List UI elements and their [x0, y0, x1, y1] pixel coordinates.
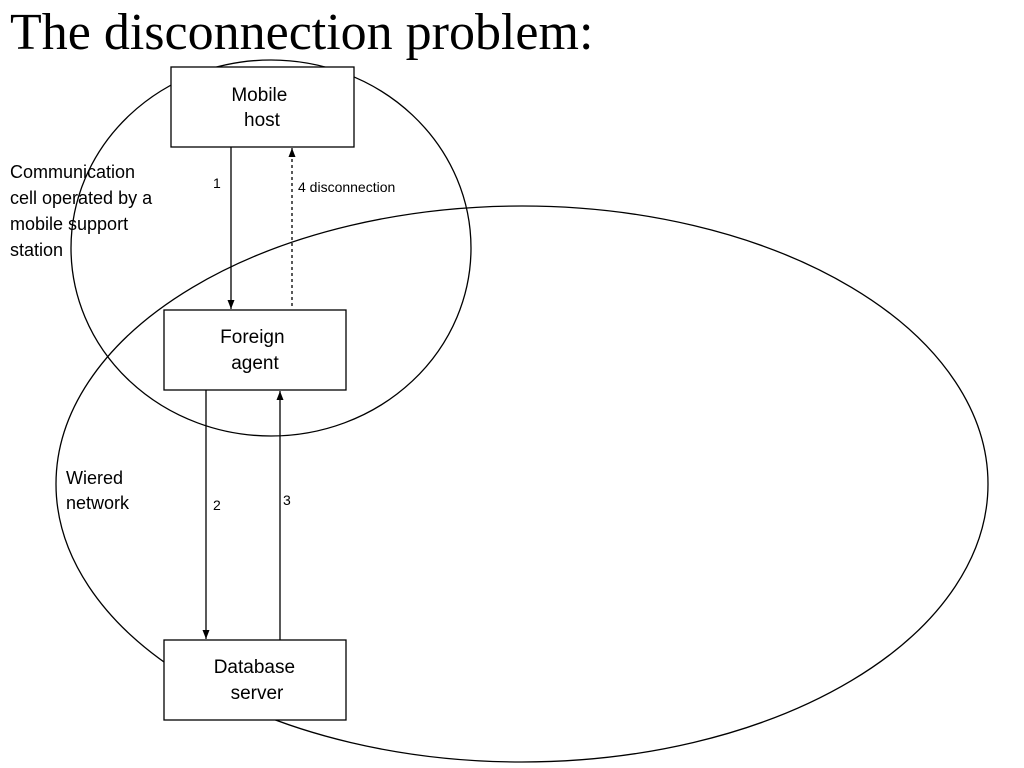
- edge-3-label: 3: [283, 492, 291, 508]
- database-server-node: Database server: [163, 639, 347, 721]
- database-server-label-line: server: [231, 683, 284, 704]
- mobile-host-box: [170, 66, 355, 148]
- cell-label-line: cell operated by a: [10, 188, 153, 208]
- mobile-host-label-line: host: [244, 110, 281, 131]
- mobile-host-label: Mobile host: [231, 85, 292, 131]
- wired-label-line: Wiered: [66, 468, 123, 488]
- foreign-agent-label-line: agent: [231, 353, 279, 374]
- database-server-label: Database server: [214, 657, 301, 704]
- edge-4-label: 4 disconnection: [298, 179, 395, 195]
- communication-cell-region: [70, 59, 472, 437]
- edge-2-label: 2: [213, 497, 221, 513]
- page-title: The disconnection problem:: [10, 4, 594, 61]
- foreign-agent-label: Foreign agent: [220, 327, 290, 374]
- edge-1: 1: [213, 147, 235, 309]
- foreign-agent-node: Foreign agent: [163, 309, 347, 391]
- wired-network-region: [55, 205, 989, 763]
- edge-1-label: 1: [213, 175, 221, 191]
- edge-4: 4 disconnection: [288, 148, 395, 306]
- edge-2: 2: [202, 390, 221, 639]
- mobile-host-label-line: Mobile: [231, 85, 287, 106]
- cell-label-line: station: [10, 240, 63, 260]
- mobile-host-node: Mobile host: [170, 66, 355, 148]
- foreign-agent-box: [163, 309, 347, 391]
- edge-3: 3: [276, 391, 291, 640]
- foreign-agent-label-line: Foreign: [220, 327, 284, 348]
- communication-cell-label: Communication cell operated by a mobile …: [10, 162, 157, 260]
- cell-label-line: mobile support: [10, 214, 128, 234]
- database-server-label-line: Database: [214, 657, 295, 678]
- wired-network-label: Wiered network: [66, 468, 130, 513]
- wired-label-line: network: [66, 493, 130, 513]
- cell-label-line: Communication: [10, 162, 135, 182]
- database-server-box: [163, 639, 347, 721]
